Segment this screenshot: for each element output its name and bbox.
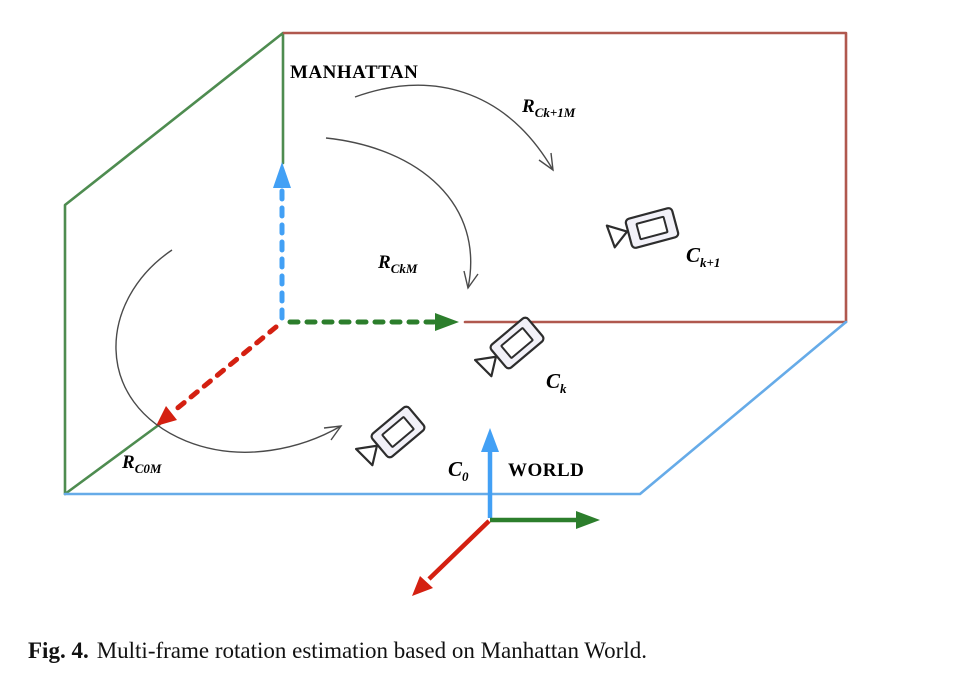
rotation-arc-ckm	[325, 137, 472, 289]
camera-label-ck-main: C	[546, 369, 561, 393]
camera-label-c0: C0	[448, 457, 469, 484]
camera-label-c0-sub: 0	[462, 469, 469, 484]
rotation-label-c0m-main: R	[121, 452, 135, 473]
camera-label-ck1-sub: k+1	[700, 255, 720, 270]
rotation-arc-c0m	[115, 249, 342, 453]
world-axis-front-arrowhead	[412, 576, 433, 596]
rotation-label-ck1m-sub: Ck+1M	[535, 105, 576, 120]
camera-label-ck1: Ck+1	[686, 243, 720, 270]
figure-diagram: MANHATTAN WORLD RCk+1M RCkM RC0M Ck+1 Ck…	[63, 31, 848, 596]
rotation-arc-ck1m-arrowhead	[538, 152, 554, 172]
rotation-arc-c0m-arrowhead	[323, 425, 343, 441]
camera-label-ck-sub: k	[560, 381, 567, 396]
rotation-label-ckm: RCkM	[377, 252, 418, 276]
camera-label-c0-main: C	[448, 457, 463, 481]
manhattan-axis-front-line	[171, 324, 279, 414]
rotation-label-ck1m: RCk+1M	[521, 96, 576, 120]
camera-ck1	[605, 206, 681, 255]
camera-ck	[473, 314, 547, 384]
rotation-arc-ck1m	[354, 84, 554, 171]
rotation-label-c0m-sub: C0M	[135, 461, 162, 476]
rotation-arc-ckm-arrowhead	[463, 270, 479, 290]
rotation-label-ckm-sub: CkM	[391, 261, 418, 276]
camera-label-ck: Ck	[546, 369, 567, 396]
floor-outline	[63, 320, 848, 496]
camera-label-ck1-main: C	[686, 243, 701, 267]
figure-caption: Fig. 4. Multi-frame rotation estimation b…	[28, 638, 647, 664]
manhattan-axis-front-arrowhead	[156, 406, 177, 426]
manhattan-label: MANHATTAN	[290, 62, 418, 83]
world-axis-front-line	[427, 519, 491, 581]
world-label: WORLD	[508, 460, 584, 481]
caption-label: Fig. 4.	[28, 638, 89, 663]
manhattan-right-wall-outline	[282, 31, 848, 324]
world-axis-up-arrowhead	[481, 428, 499, 452]
world-axis-right-arrowhead	[576, 511, 600, 529]
caption-text: Multi-frame rotation estimation based on…	[96, 638, 647, 663]
manhattan-axis-right-arrowhead	[435, 313, 459, 331]
rotation-label-ck1m-main: R	[521, 96, 535, 117]
rotation-label-ckm-main: R	[377, 252, 391, 273]
camera-c0	[354, 403, 428, 473]
rotation-label-c0m: RC0M	[121, 452, 162, 476]
manhattan-left-wall-edges	[63, 31, 285, 496]
manhattan-axis-up-arrowhead	[273, 162, 291, 188]
